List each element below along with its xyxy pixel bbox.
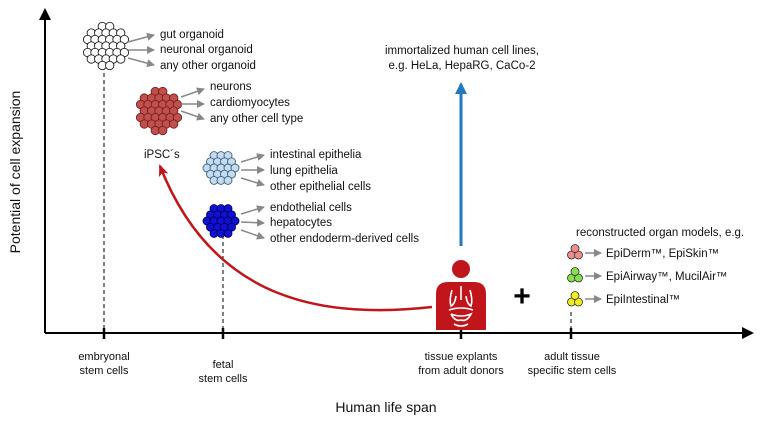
organ-model-intestinal — [567, 291, 583, 307]
cell-circle — [570, 267, 580, 276]
cell-lines-examples: e.g. HeLa, HepaRG, CaCo-2 — [388, 60, 535, 72]
reprogramming-arrow — [158, 164, 433, 312]
y-axis-label: Potential of cell expansion — [7, 91, 23, 254]
label-arrow — [127, 32, 155, 43]
organoid-item: any other organoid — [160, 60, 256, 72]
ipsc-item: neurons — [210, 81, 252, 93]
cell-circle — [223, 228, 233, 238]
organ-models-title: reconstructed organ models, e.g. — [576, 227, 744, 239]
epithelial-item: intestinal epithelia — [270, 149, 362, 161]
plus-sign: + — [513, 280, 531, 313]
label-arrow — [127, 57, 155, 68]
cell-circle — [570, 244, 580, 253]
organ-model-label: EpiAirway™, MucilAir™ — [606, 271, 727, 283]
organ-model-airway — [567, 267, 583, 283]
label-arrow — [180, 110, 205, 121]
caption-embryonal: embryonal — [78, 351, 129, 363]
organ-model-skin — [567, 244, 583, 260]
label-arrow — [240, 218, 265, 227]
ipsc-item: cardiomyocytes — [210, 97, 290, 109]
caption-adult-2: specific stem cells — [528, 365, 617, 377]
caption-fetal-2: stem cells — [199, 373, 248, 385]
ipsc-label: iPSC´s — [144, 149, 180, 161]
organoid-labels: gut organoid neuronal organoid any other… — [127, 29, 256, 72]
cell-circle — [158, 125, 168, 136]
endoderm-cluster — [202, 204, 240, 238]
ipsc-cluster — [135, 86, 183, 136]
label-arrow — [240, 177, 265, 187]
label-arrow — [240, 205, 265, 215]
label-arrow — [240, 229, 265, 240]
cell-circle — [105, 60, 115, 71]
cell-circle — [223, 175, 233, 185]
endoderm-item: other endoderm-derived cells — [270, 233, 419, 245]
caption-embryonal-2: stem cells — [80, 365, 129, 377]
endoderm-item: endothelial cells — [270, 202, 352, 214]
cell-lines-title: immortalized human cell lines, — [385, 45, 539, 57]
epithelial-cluster — [202, 151, 240, 185]
human-body-icon — [436, 260, 486, 330]
epithelial-labels: intestinal epithelia lung epithelia othe… — [240, 149, 371, 193]
label-arrow — [240, 153, 265, 163]
organ-model-label: EpiIntestinal™ — [606, 294, 680, 306]
endoderm-labels: endothelial cells hepatocytes other endo… — [240, 202, 419, 245]
epithelial-item: other epithelial cells — [270, 181, 371, 193]
organoid-item: neuronal organoid — [160, 44, 253, 56]
epithelial-item: lung epithelia — [270, 165, 338, 177]
caption-adult: adult tissue — [544, 351, 600, 363]
organoid-item: gut organoid — [160, 29, 224, 41]
organ-model-label: EpiDerm™, EpiSkin™ — [606, 248, 719, 260]
x-axis-label: Human life span — [335, 399, 436, 415]
organ-model-arrows — [585, 249, 602, 303]
ipsc-labels: neurons cardiomyocytes any other cell ty… — [180, 81, 303, 125]
label-arrow — [180, 87, 205, 98]
cell-circle — [116, 54, 126, 64]
cell-circle — [570, 291, 580, 300]
caption-explants-2: from adult donors — [418, 365, 504, 377]
endoderm-item: hepatocytes — [270, 217, 332, 229]
caption-explants: tissue explants — [425, 351, 498, 363]
caption-fetal: fetal — [213, 359, 234, 371]
cell-circle — [169, 119, 179, 129]
organoid-cluster — [82, 21, 130, 71]
ipsc-item: any other cell type — [210, 113, 303, 125]
